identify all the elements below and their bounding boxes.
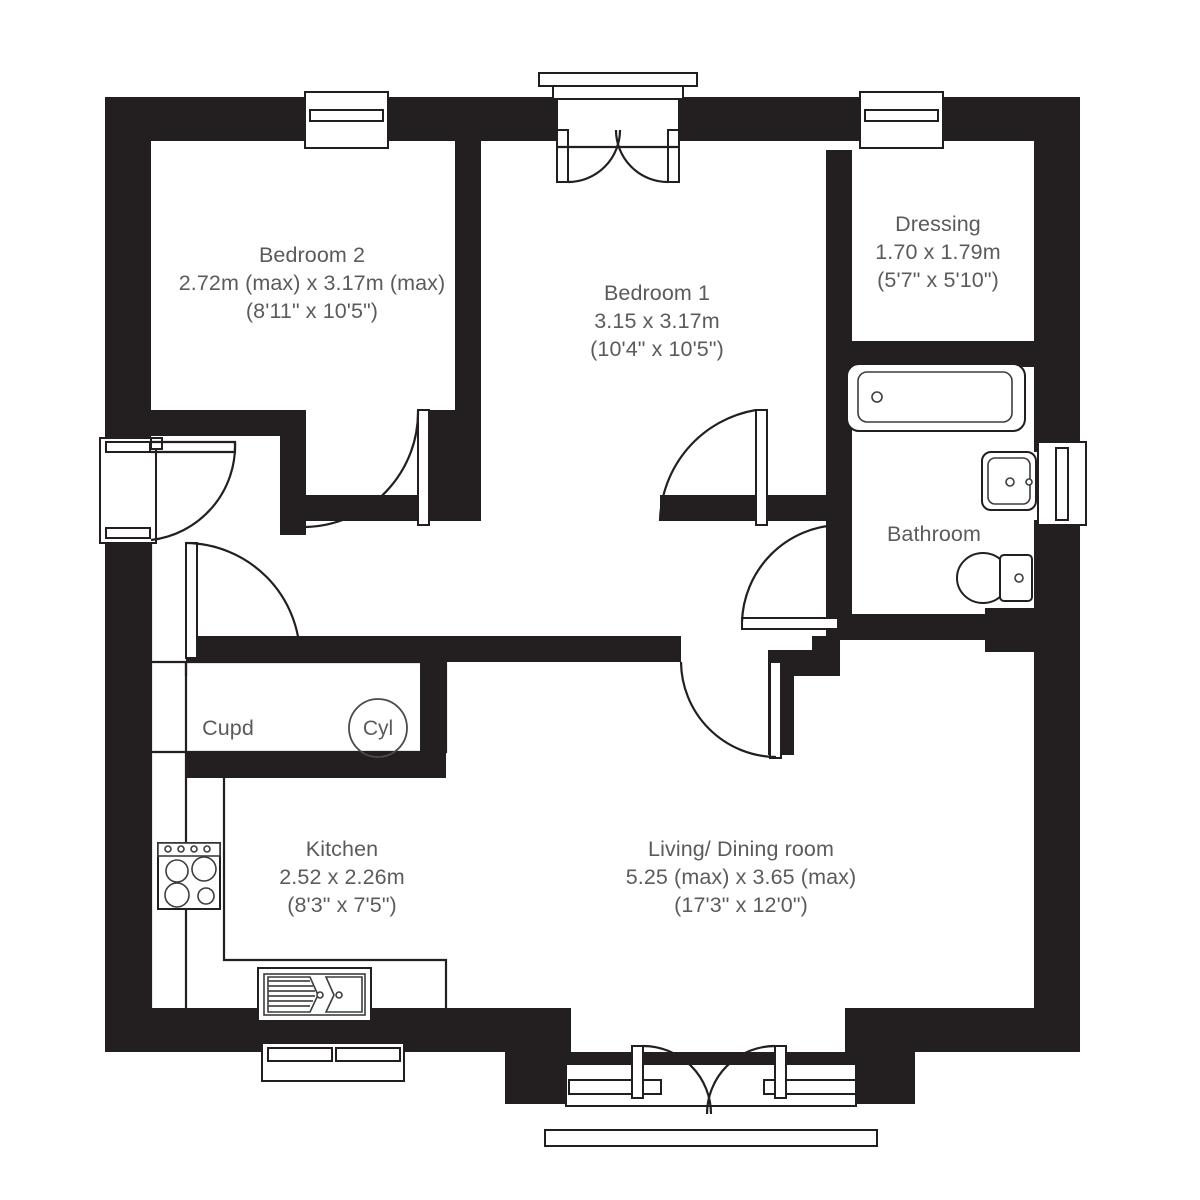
french-doors-bedroom-1 (538, 72, 698, 184)
kitchen-name: Kitchen (306, 837, 378, 861)
room-label-cupboard: Cupd (202, 716, 254, 740)
entrance-door (99, 437, 237, 544)
room-label-kitchen: Kitchen 2.52 x 2.26m (8'3" x 7'5") (279, 837, 405, 917)
room-label-bedroom-2: Bedroom 2 2.72m (max) x 3.17m (max) (8'1… (179, 243, 446, 323)
living-dining-dim-imperial: (17'3" x 12'0") (674, 893, 808, 917)
window-bedroom-2 (304, 91, 389, 149)
living-dining-dim-metric: 5.25 (max) x 3.65 (max) (626, 865, 857, 889)
room-label-bathroom: Bathroom (887, 522, 981, 546)
room-label-living-dining: Living/ Dining room 5.25 (max) x 3.65 (m… (626, 837, 857, 917)
interior-outlines (149, 540, 448, 1008)
window-dressing (859, 91, 944, 149)
bedroom-2-dim-metric: 2.72m (max) x 3.17m (max) (179, 271, 446, 295)
bathroom-name: Bathroom (887, 522, 981, 546)
kitchen-sink-fixture (257, 967, 372, 1022)
dressing-name: Dressing (895, 212, 981, 236)
bathtub-fixture (846, 363, 1026, 432)
bedroom-2-name: Bedroom 2 (259, 243, 365, 267)
cupboard-name: Cupd (202, 716, 254, 740)
dressing-dim-imperial: (5'7" x 5'10") (877, 268, 999, 292)
toilet-fixture (956, 552, 1033, 604)
window-kitchen (261, 1042, 405, 1082)
cooker-hob-fixture (157, 842, 221, 910)
bedroom-1-dim-imperial: (10'4" x 10'5") (590, 337, 724, 361)
bedroom-1-name: Bedroom 1 (604, 281, 710, 305)
kitchen-dim-imperial: (8'3" x 7'5") (287, 893, 397, 917)
room-label-bedroom-1: Bedroom 1 3.15 x 3.17m (10'4" x 10'5") (590, 281, 724, 361)
door-bathroom (740, 523, 839, 630)
french-doors-living-dining (544, 1044, 878, 1147)
bedroom-1-dim-metric: 3.15 x 3.17m (594, 309, 720, 333)
window-bathroom (1037, 441, 1087, 526)
wash-basin-fixture (981, 451, 1037, 511)
door-living-dining (679, 661, 782, 759)
room-label-dressing: Dressing 1.70 x 1.79m (5'7" x 5'10") (875, 212, 1001, 292)
door-bedroom-2 (305, 409, 430, 529)
living-dining-name: Living/ Dining room (648, 837, 834, 861)
cylinder-marker: Cyl (348, 698, 408, 758)
cylinder-label: Cyl (363, 717, 393, 740)
door-cupboard (185, 541, 302, 659)
bedroom-2-dim-imperial: (8'11" x 10'5") (246, 299, 378, 323)
door-bedroom-1 (658, 408, 768, 526)
kitchen-dim-metric: 2.52 x 2.26m (279, 865, 405, 889)
dressing-dim-metric: 1.70 x 1.79m (875, 240, 1001, 264)
